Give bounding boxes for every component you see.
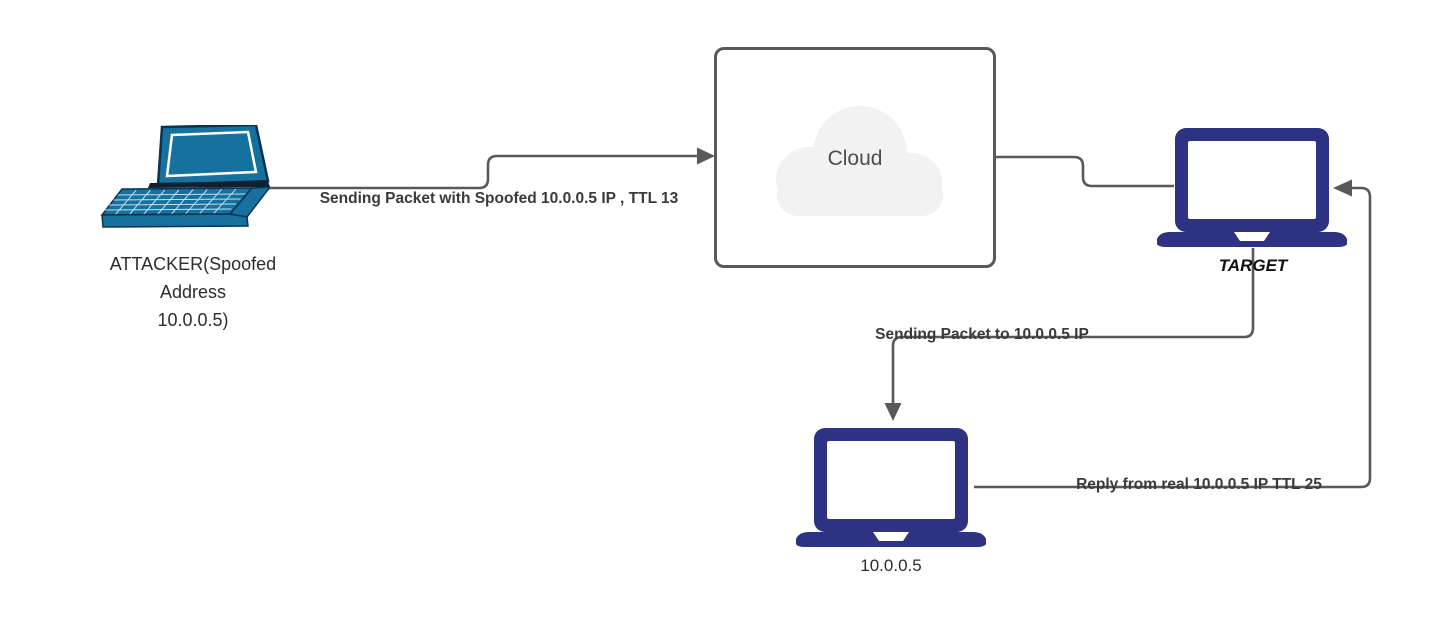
node-attacker[interactable] bbox=[100, 125, 270, 233]
edge-label-spoofed-packet: Sending Packet with Spoofed 10.0.0.5 IP … bbox=[319, 190, 679, 207]
real-host-label: 10.0.0.5 bbox=[860, 556, 922, 575]
arrowhead-into-cloud bbox=[697, 147, 715, 165]
cloud-icon bbox=[776, 106, 943, 216]
laptop-icon bbox=[1157, 128, 1347, 247]
node-cloud[interactable]: Cloud bbox=[714, 47, 996, 268]
node-real-host[interactable] bbox=[796, 428, 986, 548]
attacker-label: ATTACKER(Spoofed Address 10.0.0.5) bbox=[110, 250, 276, 334]
laptop-3d-icon bbox=[100, 125, 270, 228]
edge-label-reply-from-real: Reply from real 10.0.0.5 IP TTL 25 bbox=[1076, 476, 1322, 493]
edge-attacker-to-cloud[interactable] bbox=[265, 154, 697, 190]
edge-label-sending-to-real: Sending Packet to 10.0.0.5 IP bbox=[875, 326, 1089, 343]
arrowhead-into-realhost bbox=[884, 403, 902, 421]
attacker-label-line1: ATTACKER(Spoofed bbox=[109, 254, 277, 274]
cloud-label: Cloud bbox=[827, 147, 883, 170]
edge-realhost-to-target[interactable] bbox=[974, 186, 1372, 489]
edge-cloud-to-target[interactable] bbox=[996, 155, 1174, 188]
node-target[interactable] bbox=[1157, 128, 1347, 248]
target-label: TARGET bbox=[1218, 256, 1288, 275]
edge-target-to-realhost[interactable] bbox=[891, 248, 1255, 403]
attacker-label-line2: Address bbox=[159, 282, 227, 302]
arrowhead-into-target bbox=[1333, 179, 1352, 197]
laptop-icon bbox=[796, 428, 986, 547]
attacker-label-line3: 10.0.0.5) bbox=[157, 310, 229, 330]
